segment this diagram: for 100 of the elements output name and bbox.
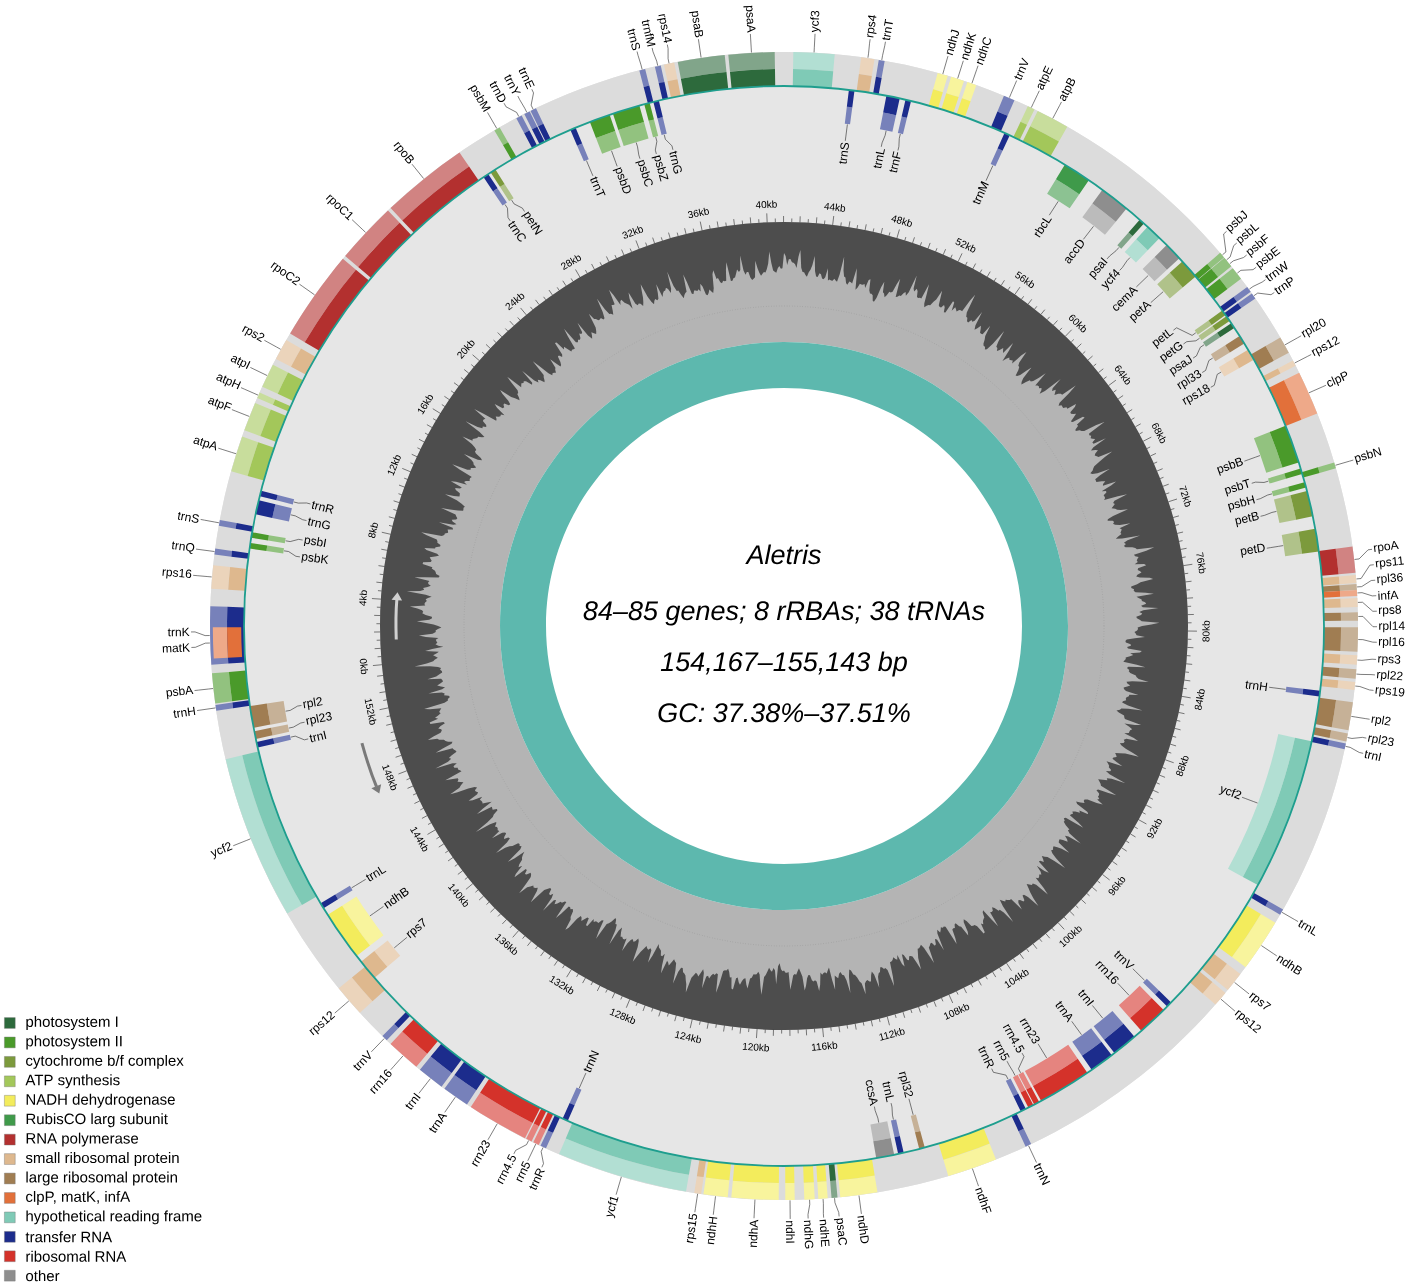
gene-block: [1250, 892, 1284, 915]
leader-line: [1119, 257, 1131, 271]
leader-line: [813, 33, 816, 53]
gene-block: [259, 490, 295, 505]
leader-line: [881, 41, 886, 61]
gene-block: [419, 1043, 462, 1087]
gene-block: [890, 1119, 904, 1154]
leader-line: [264, 340, 281, 350]
leader-line: [1354, 685, 1374, 691]
leader-line: [504, 204, 511, 222]
gene-block: [677, 55, 729, 96]
leader-line: [218, 447, 237, 455]
leader-line: [985, 165, 994, 181]
gene-block: [1022, 111, 1068, 157]
gene-block: [1253, 425, 1299, 473]
leader-line: [194, 688, 214, 691]
gene-block: [728, 52, 776, 89]
leader-line: [517, 95, 528, 113]
gene-block: [1321, 574, 1357, 586]
gene-count-text: 84–85 genes; 8 rRBAs; 38 tRNAs: [583, 601, 985, 626]
gene-block: [1262, 360, 1296, 382]
gene-block: [530, 108, 551, 142]
leader-line: [1136, 275, 1149, 288]
gene-block: [1124, 226, 1160, 263]
leader-line: [1009, 80, 1017, 98]
leader-line: [418, 1078, 431, 1094]
gene-block: [249, 542, 285, 554]
leader-line: [615, 1176, 622, 1195]
leader-line: [1251, 480, 1269, 484]
gene-block: [879, 95, 900, 132]
gene-block: [1322, 583, 1357, 593]
leader-line: [611, 150, 618, 167]
leader-line: [1226, 242, 1238, 261]
leader-line: [1201, 357, 1213, 373]
leader-line: [578, 1072, 587, 1089]
leader-line: [1237, 266, 1257, 274]
gene-block: [941, 76, 964, 114]
gene-block: [1013, 106, 1035, 141]
leader-line: [290, 514, 307, 521]
leader-line: [655, 136, 658, 155]
gene-block: [792, 52, 835, 89]
gene-block: [255, 500, 292, 522]
leader-line: [1294, 354, 1312, 364]
gene-block: [254, 724, 290, 739]
gene-block: [533, 1111, 554, 1145]
leader-line: [1173, 327, 1197, 336]
leader-line: [1284, 335, 1302, 346]
gene-block: [1082, 189, 1127, 235]
gene-block: [1312, 727, 1348, 742]
gene-block: [1011, 1113, 1032, 1147]
leader-line: [527, 1143, 537, 1162]
leader-line: [334, 1000, 350, 1014]
gene-block: [639, 69, 654, 104]
leader-line: [753, 1199, 756, 1219]
gene-block: [1005, 1078, 1026, 1112]
leader-line: [834, 1197, 840, 1217]
gene-block: [1318, 546, 1356, 576]
gene-block: [1210, 336, 1245, 362]
gene-block: [803, 1165, 815, 1200]
leader-line: [1210, 371, 1222, 388]
leader-line: [971, 65, 979, 84]
leader-line: [1268, 686, 1286, 690]
gene-block: [1268, 372, 1318, 427]
leader-line: [713, 1196, 716, 1216]
gene-block: [524, 111, 545, 145]
gene-block: [1093, 1010, 1135, 1054]
leader-line: [195, 548, 215, 552]
gene-block: [828, 1163, 838, 1198]
leader-line: [511, 199, 525, 212]
leader-line: [1052, 101, 1062, 119]
leader-line: [1261, 945, 1278, 957]
gene-block: [1194, 252, 1225, 280]
gene-block: [844, 89, 855, 125]
leader-line: [1249, 279, 1266, 290]
leader-line: [1256, 493, 1273, 500]
gene-block: [1285, 686, 1321, 697]
gene-block: [1198, 316, 1230, 341]
gene-block: [731, 1163, 779, 1200]
leader-line: [858, 1195, 862, 1215]
leader-line: [530, 89, 534, 110]
leader-line: [1244, 455, 1261, 462]
gene-block: [1219, 287, 1251, 312]
gene-block: [1323, 597, 1358, 609]
gene-block: [1018, 1071, 1040, 1105]
gene-block: [516, 115, 538, 149]
gene-block: [1322, 589, 1358, 598]
gene-block: [1218, 349, 1254, 377]
leader-line: [1028, 1145, 1037, 1163]
leader-line: [942, 55, 949, 75]
leader-line: [290, 735, 309, 741]
leader-line: [487, 112, 498, 129]
leader-line: [190, 631, 210, 636]
leader-line: [1229, 254, 1247, 264]
gene-block: [1201, 953, 1241, 991]
gene-block: [275, 340, 316, 375]
gc-text: GC: 37.38%–37.51%: [658, 703, 910, 723]
gene-block: [1322, 653, 1358, 665]
leader-line: [636, 51, 643, 70]
leader-line: [1222, 231, 1227, 256]
gene-block: [444, 1061, 486, 1105]
